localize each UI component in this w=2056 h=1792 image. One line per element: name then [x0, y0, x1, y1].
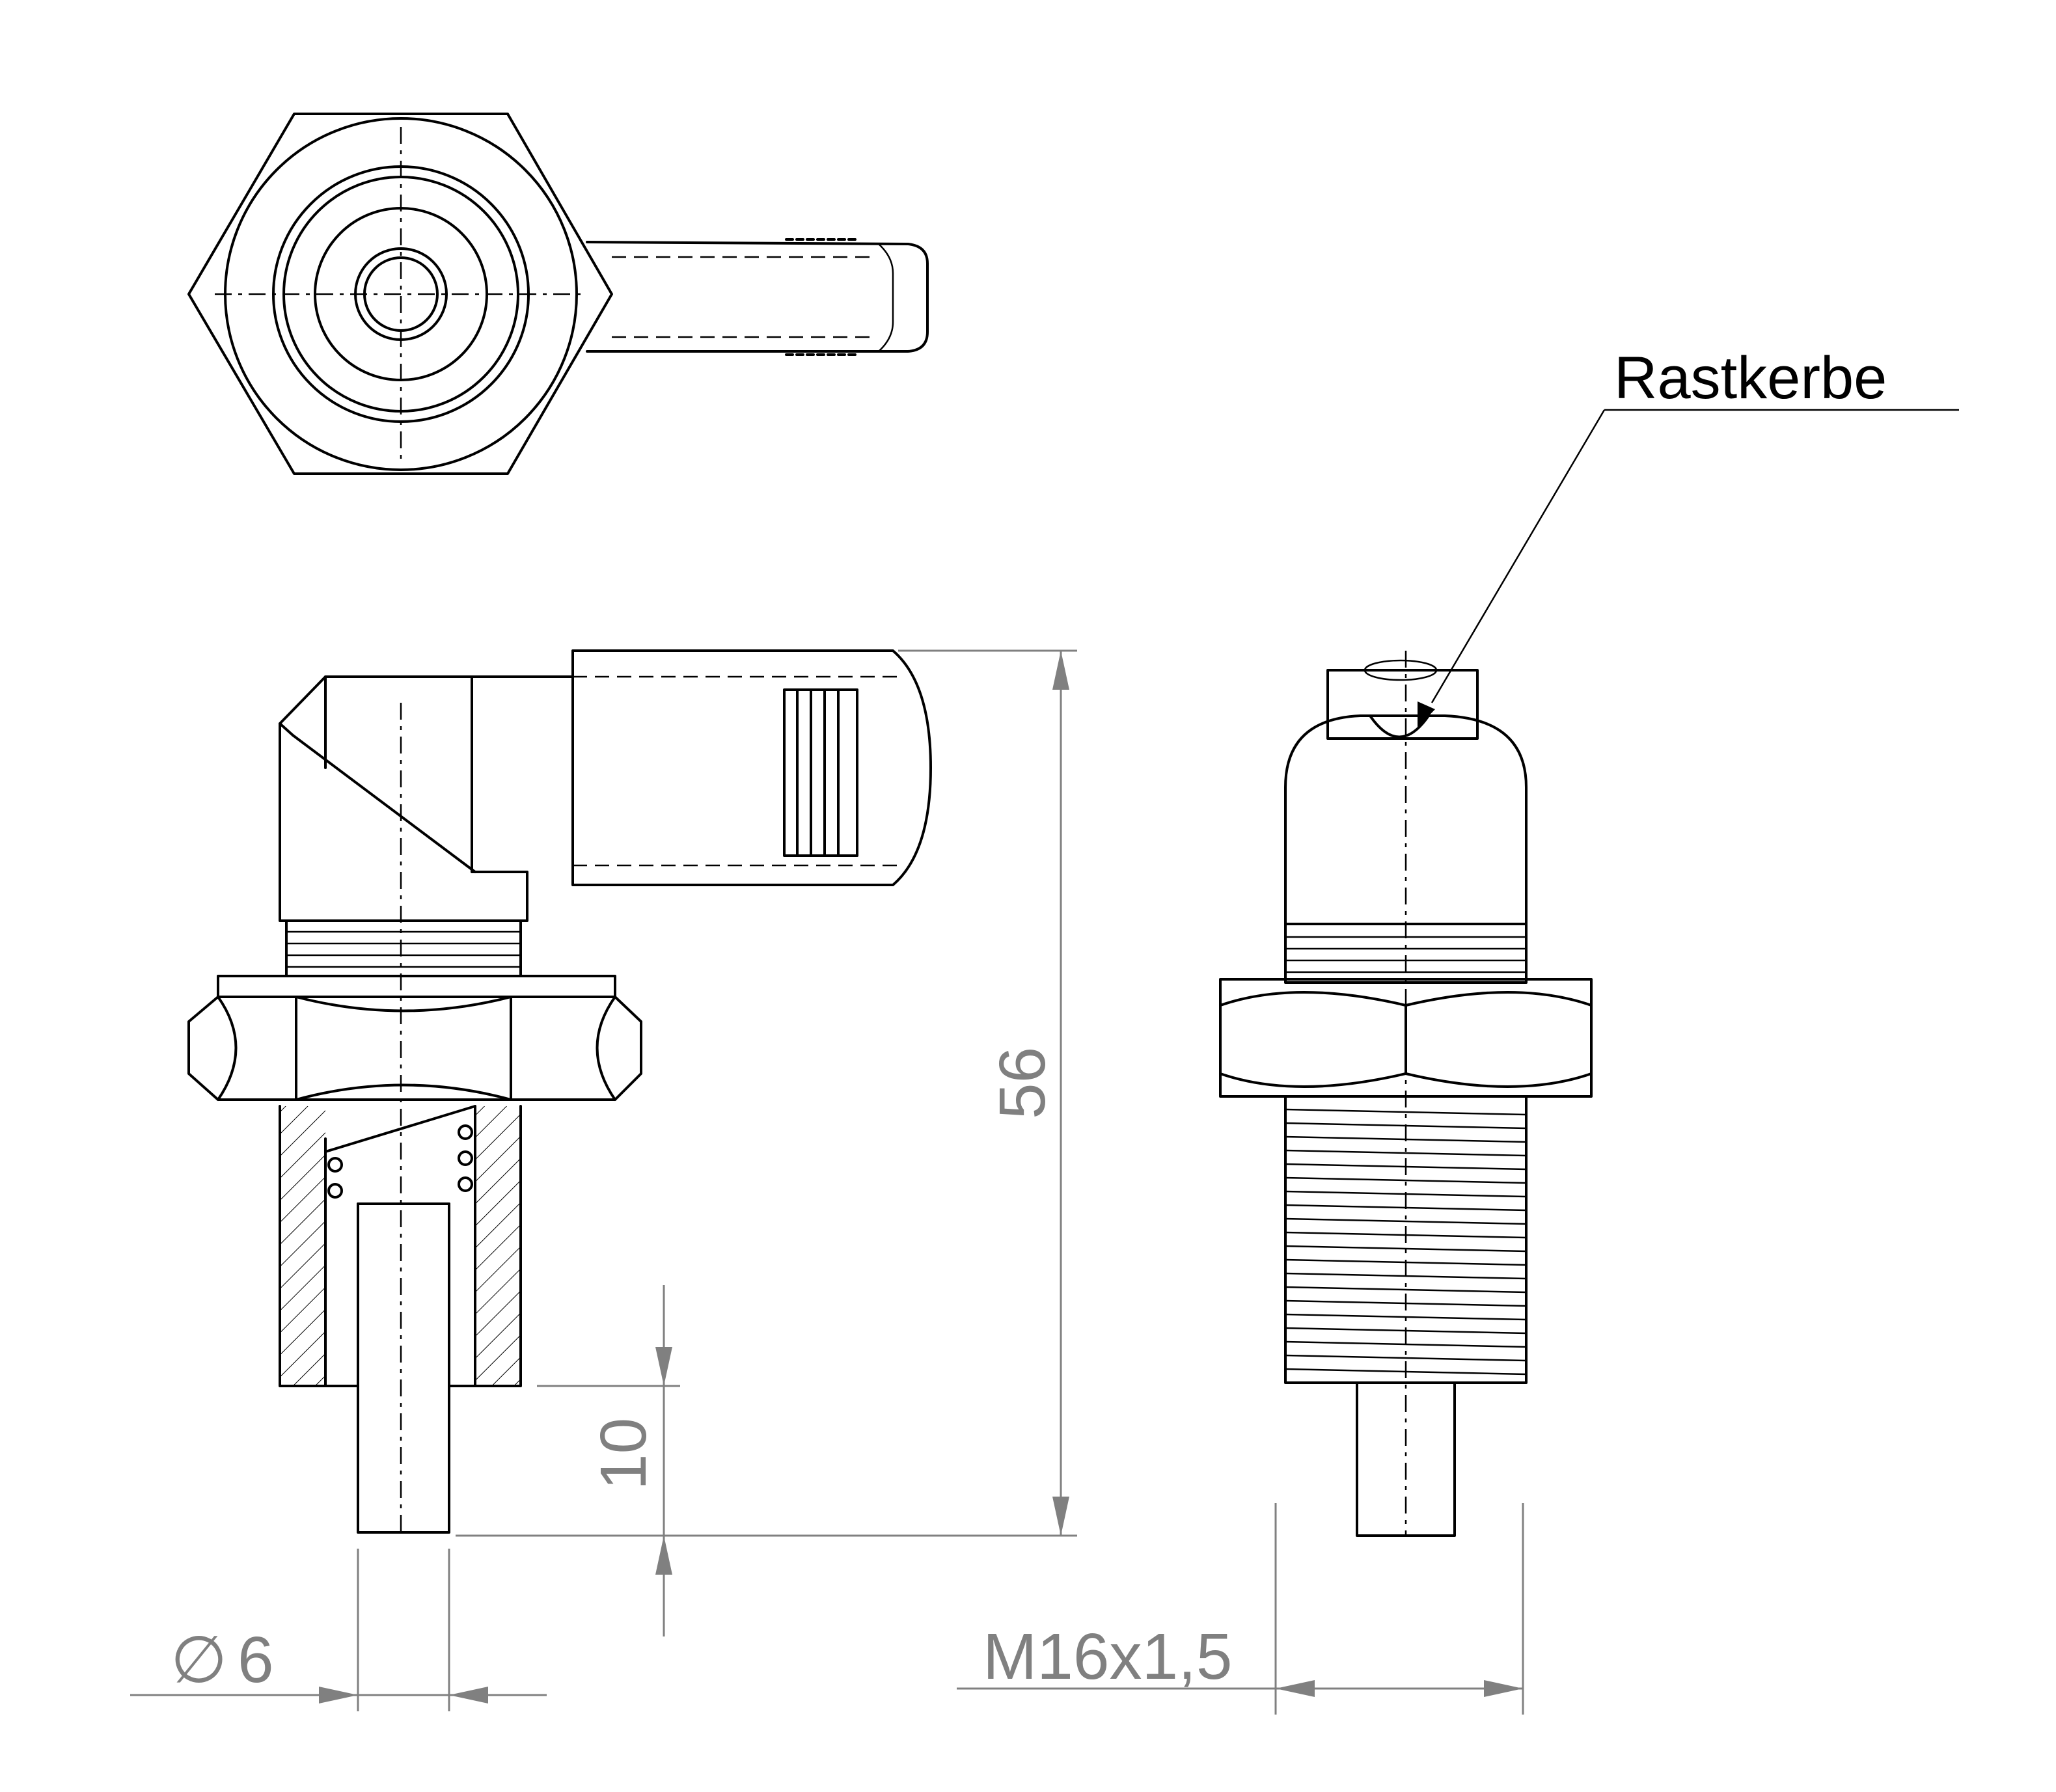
dim-height-56: 56	[898, 649, 1077, 1536]
thread-line	[1285, 1176, 1527, 1184]
notch-cap	[1326, 669, 1479, 740]
lever-tip-edge	[878, 243, 894, 352]
side-view	[1219, 651, 1593, 1537]
top-view	[187, 113, 929, 475]
height-total-value: 56	[986, 1047, 1059, 1119]
hex-nut-side	[187, 975, 642, 1101]
notch-cap-bore	[1364, 659, 1438, 681]
hex-nut-outline	[187, 113, 613, 475]
front-section-view	[187, 649, 932, 1536]
knob-head	[279, 675, 528, 922]
lever-grip-ribs-side	[783, 688, 858, 857]
leader-rastkerbe: Rastkerbe	[1418, 345, 1959, 727]
thread-line	[1285, 1245, 1527, 1253]
knob-cam-edge	[292, 734, 476, 873]
diameter-value: 6	[238, 1623, 274, 1696]
thread-line	[1285, 1217, 1527, 1225]
knob-dome	[1284, 714, 1528, 925]
dim-diameter-6: ∅ 6	[130, 1549, 547, 1711]
thread-line	[1285, 1354, 1527, 1362]
dim-thread-m16: M16x1,5	[957, 1503, 1524, 1715]
section-body	[279, 1105, 522, 1534]
dim-length-10: 10	[456, 1285, 1077, 1636]
lever-arm	[586, 241, 929, 353]
spring-coils	[327, 1124, 473, 1199]
knob-left-edge	[279, 722, 294, 737]
thread-line	[1285, 1286, 1527, 1294]
upper-thread	[285, 919, 522, 977]
lever-grip-ribs	[785, 238, 859, 356]
thread-line	[1285, 1108, 1527, 1116]
lever-side-body	[471, 649, 932, 886]
thread-designation: M16x1,5	[983, 1620, 1233, 1693]
pin-length-value: 10	[587, 1418, 660, 1490]
detent-notch-label: Rastkerbe	[1614, 345, 1887, 411]
detent-notch	[1369, 714, 1430, 739]
thread-line	[1285, 1149, 1527, 1157]
diameter-symbol: ∅	[171, 1623, 227, 1696]
